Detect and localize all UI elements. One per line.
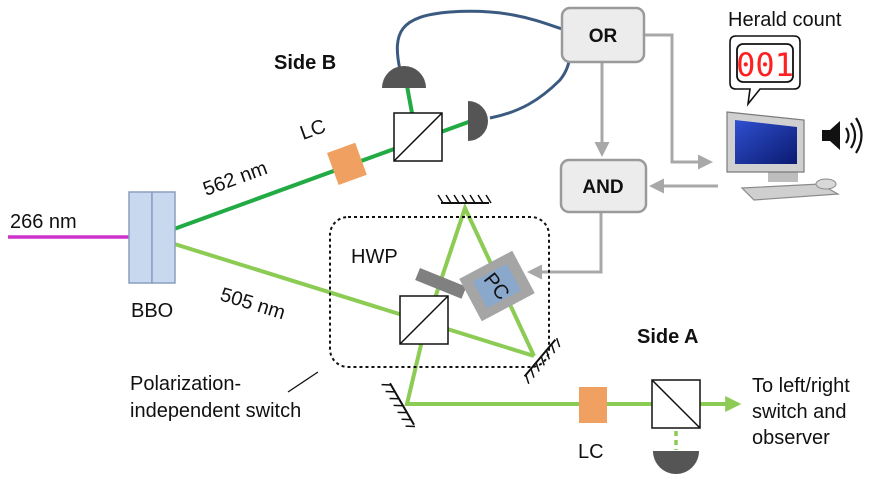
lc-side-a <box>579 387 607 423</box>
output-label-line1: To left/right <box>752 375 850 397</box>
and-gate-label: AND <box>582 177 623 198</box>
side-a-label: Side A <box>637 326 699 348</box>
signal-and-to-pc <box>527 212 603 280</box>
detector-icon <box>468 101 488 141</box>
hwp-label: HWP <box>351 246 398 268</box>
signal-or-to-computer <box>645 33 713 170</box>
output-label-line2: switch and <box>752 401 847 423</box>
beam-a-wavelength-label: 505 nm <box>218 284 288 325</box>
speaker-icon <box>822 117 863 154</box>
switch-label-line2: independent switch <box>130 400 301 422</box>
or-gate: OR <box>560 6 646 64</box>
beam-side-a <box>151 235 535 358</box>
detector-icon <box>653 451 699 474</box>
lc-side-a-label: LC <box>578 441 604 463</box>
cable-detector-2 <box>489 51 572 120</box>
mirror-icon <box>523 337 561 385</box>
herald-counter: 001 <box>729 35 801 107</box>
bbo-crystal <box>128 191 176 284</box>
or-gate-label: OR <box>589 26 618 47</box>
pockels-cell: PC <box>459 250 535 322</box>
side-b-label: Side B <box>274 52 336 74</box>
mirror-icon <box>381 382 416 428</box>
input-wavelength-label: 266 nm <box>10 211 77 233</box>
switch-label-line1: Polarization- <box>130 373 241 395</box>
cable-detector-1 <box>395 9 566 71</box>
herald-counter-value: 001 <box>736 46 794 84</box>
hwp-plate <box>415 268 467 299</box>
detector-icon <box>382 66 426 88</box>
switch-label-pointer <box>287 371 319 393</box>
beam-b-wavelength-label: 562 nm <box>200 157 270 200</box>
mirror-icon <box>437 194 492 204</box>
switch-boundary <box>329 216 550 368</box>
lc-side-b-label: LC <box>297 115 329 144</box>
polarizing-beamsplitter-icon <box>651 379 701 429</box>
polarizing-beamsplitter-icon <box>393 112 443 162</box>
computer-icon <box>726 111 841 201</box>
and-gate: AND <box>559 158 648 214</box>
polarizing-beamsplitter-icon <box>399 295 449 345</box>
herald-count-title: Herald count <box>728 9 842 31</box>
crystal-label: BBO <box>131 300 173 322</box>
output-label-line3: observer <box>752 427 830 449</box>
lc-side-b <box>327 142 367 185</box>
output-beam <box>404 327 742 412</box>
